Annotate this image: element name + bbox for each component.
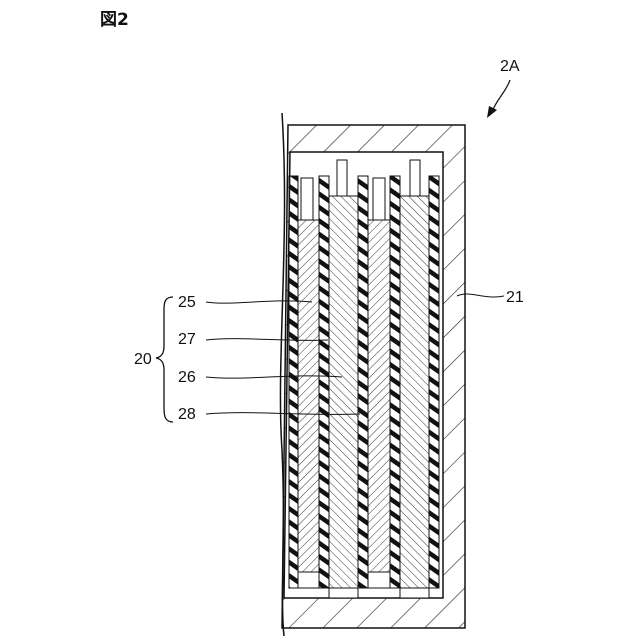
- label-26: 26: [178, 369, 196, 386]
- positive-electrode-1: [298, 220, 319, 572]
- label-27: 27: [178, 331, 196, 348]
- label-case: 21: [506, 289, 524, 306]
- tab-negative-2: [410, 160, 420, 196]
- bottom-spacer-3: [329, 588, 358, 598]
- separator-2: [319, 176, 329, 588]
- group-bracket: [156, 297, 173, 422]
- electrode-stack: [289, 160, 439, 598]
- separator-1: [289, 176, 298, 588]
- negative-electrode-2: [400, 196, 429, 588]
- label-28: 28: [178, 406, 196, 423]
- bottom-spacer-4: [400, 588, 429, 598]
- separator-3: [358, 176, 368, 588]
- assembly-ref-arrow: [492, 80, 510, 112]
- bottom-spacer-2: [368, 572, 390, 588]
- figure-title: 図2: [100, 10, 129, 30]
- tab-positive-2: [373, 178, 385, 220]
- separator-5: [429, 176, 439, 588]
- assembly-ref-arrowhead: [487, 106, 497, 118]
- tab-negative-1: [337, 160, 347, 196]
- assembly-ref-label: 2A: [500, 58, 520, 75]
- negative-electrode-1: [329, 196, 358, 588]
- label-electrode-group: 20: [134, 351, 152, 368]
- separator-4: [390, 176, 400, 588]
- bottom-spacer-1: [298, 572, 319, 588]
- label-25: 25: [178, 294, 196, 311]
- tab-positive-1: [301, 178, 313, 220]
- positive-electrode-2: [368, 220, 390, 572]
